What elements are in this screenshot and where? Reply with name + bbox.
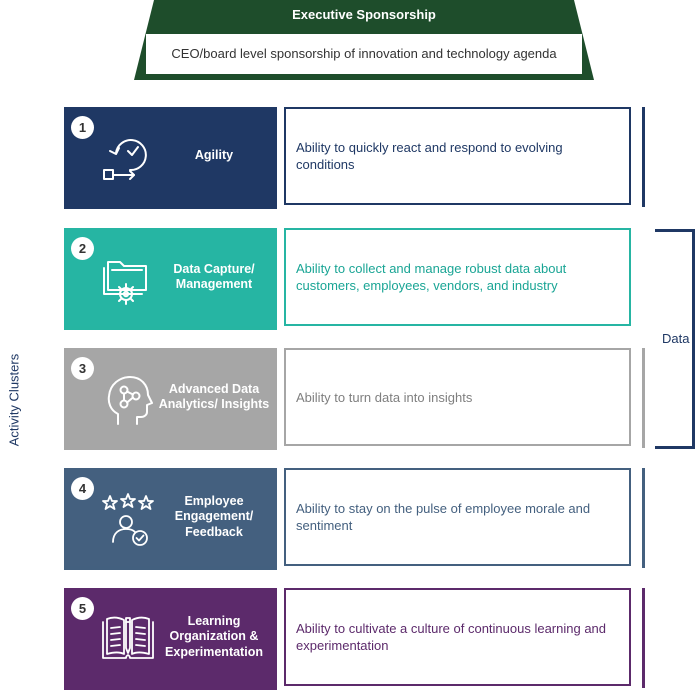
- cluster-number-badge: 3: [71, 357, 94, 380]
- cluster-number-badge: 2: [71, 237, 94, 260]
- executive-title: Executive Sponsorship: [292, 7, 436, 22]
- cluster-agility: 1 Agility: [64, 107, 277, 209]
- cluster-row-employee: 4 Employee Engagement/ Feedback Ability …: [64, 468, 694, 570]
- cluster-row-agility: 1 Agility Ability to quickly react and r…: [64, 107, 694, 209]
- cluster-row-analytics: 3 Advanced Data Analytics/ Insights Abil…: [64, 348, 694, 450]
- cluster-shadow: [64, 446, 277, 450]
- employee-stars-icon: [102, 493, 154, 546]
- cluster-title: Learning Organization & Experimentation: [165, 613, 263, 659]
- cluster-description: Ability to cultivate a culture of contin…: [296, 621, 607, 653]
- cluster-shadow: [64, 686, 277, 690]
- cluster-description: Ability to turn data into insights: [296, 389, 473, 405]
- cluster-data-capture: 2 Data Capture/ Management: [64, 228, 277, 330]
- cluster-employee: 4 Employee Engagement/ Feedback: [64, 468, 277, 570]
- data-bracket: [655, 229, 695, 449]
- executive-trapezoid: [134, 0, 594, 80]
- cluster-side-line: [642, 348, 645, 448]
- cluster-description-box: Ability to collect and manage robust dat…: [284, 228, 631, 326]
- folder-gear-icon: [103, 261, 147, 305]
- cluster-shadow: [64, 326, 277, 330]
- data-bracket-label: Data: [662, 331, 690, 346]
- executive-sponsorship: Executive Sponsorship CEO/board level sp…: [132, 0, 596, 82]
- agility-cycle-icon: [103, 139, 147, 180]
- cluster-description-box: Ability to quickly react and respond to …: [284, 107, 631, 205]
- cluster-description: Ability to quickly react and respond to …: [296, 140, 563, 172]
- cluster-side-line: [642, 107, 645, 207]
- cluster-description-box: Ability to turn data into insights: [284, 348, 631, 446]
- cluster-shadow: [64, 566, 277, 570]
- executive-description: CEO/board level sponsorship of innovatio…: [171, 46, 557, 61]
- cluster-row-learning: 5 Learning Organization & Experimentatio…: [64, 588, 694, 690]
- book-pencil-icon: [102, 616, 154, 659]
- cluster-description: Ability to stay on the pulse of employee…: [296, 501, 591, 533]
- cluster-title: Advanced Data Analytics/ Insights: [158, 381, 270, 412]
- cluster-number-badge: 1: [71, 116, 94, 139]
- cluster-title: Agility: [194, 148, 234, 163]
- cluster-description: Ability to collect and manage robust dat…: [296, 261, 567, 293]
- cluster-shadow: [64, 205, 277, 209]
- cluster-description-box: Ability to stay on the pulse of employee…: [284, 468, 631, 566]
- cluster-side-line: [642, 468, 645, 568]
- cluster-description-box: Ability to cultivate a culture of contin…: [284, 588, 631, 686]
- cluster-learning: 5 Learning Organization & Experimentatio…: [64, 588, 277, 690]
- cluster-analytics: 3 Advanced Data Analytics/ Insights: [64, 348, 277, 450]
- cluster-title: Data Capture/ Management: [173, 261, 255, 292]
- activity-clusters-text: Activity Clusters: [6, 353, 22, 447]
- cluster-row-data-capture: 2 Data Capture/ Management Ability to co…: [64, 228, 694, 330]
- cluster-number-badge: 5: [71, 597, 94, 620]
- head-network-icon: [107, 376, 153, 425]
- cluster-title: Employee Engagement/ Feedback: [174, 493, 254, 539]
- cluster-side-line: [642, 588, 645, 688]
- cluster-number-badge: 4: [71, 477, 94, 500]
